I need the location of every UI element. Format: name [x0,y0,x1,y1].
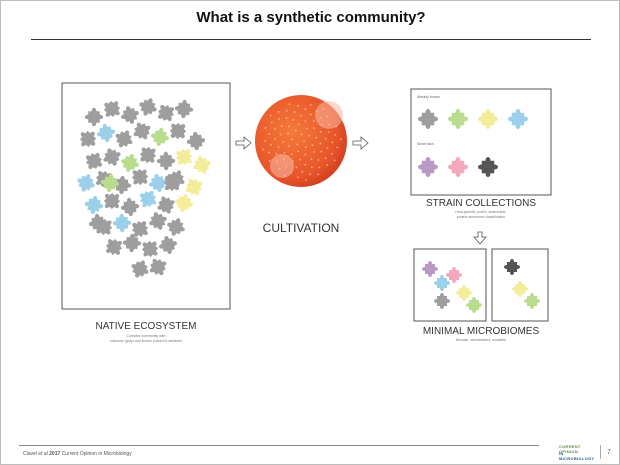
arrow-to-strain-collections [352,136,369,150]
journal-logo-line2: IN MICROBIOLOGY [559,451,595,461]
citation-journal: Current Opinion in Microbiology [60,451,132,457]
native-ecosystem-sub1: Complex community with [127,334,166,338]
journal-logo: CURRENT OPINION IN MICROBIOLOGY [559,444,595,461]
journal-logo-line1: CURRENT OPINION [559,444,581,454]
strain-collections-panel: Already known Novel taxa [410,88,552,196]
native-ecosystem-label: NATIVE ECOSYSTEM [96,321,197,332]
footer-divider [19,445,539,446]
page-number: 7 [607,449,611,456]
strain-collections-frame [410,88,552,196]
strain-collections-sub1: Host-specific, public, searchable, [455,210,506,214]
citation-authors: Clavel [23,451,39,457]
strain-collections-sub2: protein taxonomic classification [457,215,505,219]
arrow-to-minimal-microbiomes [473,231,487,245]
strain-collections-label: STRAIN COLLECTIONS [426,198,536,209]
citation-et-al: et al [38,451,48,457]
page-number-separator [600,445,601,459]
minimal-microbiomes-sub: Modular, standardized, available [456,338,506,342]
synthetic-community-figure: Already known Novel taxa NATIVE ECOSYSTE… [61,82,552,343]
native-ecosystem-panel [61,82,231,310]
citation: Clavel et al 2017 Current Opinion in Mic… [23,451,132,457]
minimal-microbiomes-label: MINIMAL MICROBIOMES [423,326,540,337]
minimal-microbiomes-panel [413,248,549,322]
already-known-label: Already known [417,95,440,99]
petri-dish-image [255,95,347,187]
title-divider [31,39,591,40]
novel-taxa-label: Novel taxa [417,142,434,146]
arrow-to-cultivation [235,136,252,150]
cultivation-label: CULTIVATION [263,221,340,235]
citation-year: 2017 [49,451,61,457]
native-ecosystem-sub2: unknown (gray) and known (colored) membe… [110,339,183,343]
slide-title: What is a synthetic community? [196,9,426,26]
